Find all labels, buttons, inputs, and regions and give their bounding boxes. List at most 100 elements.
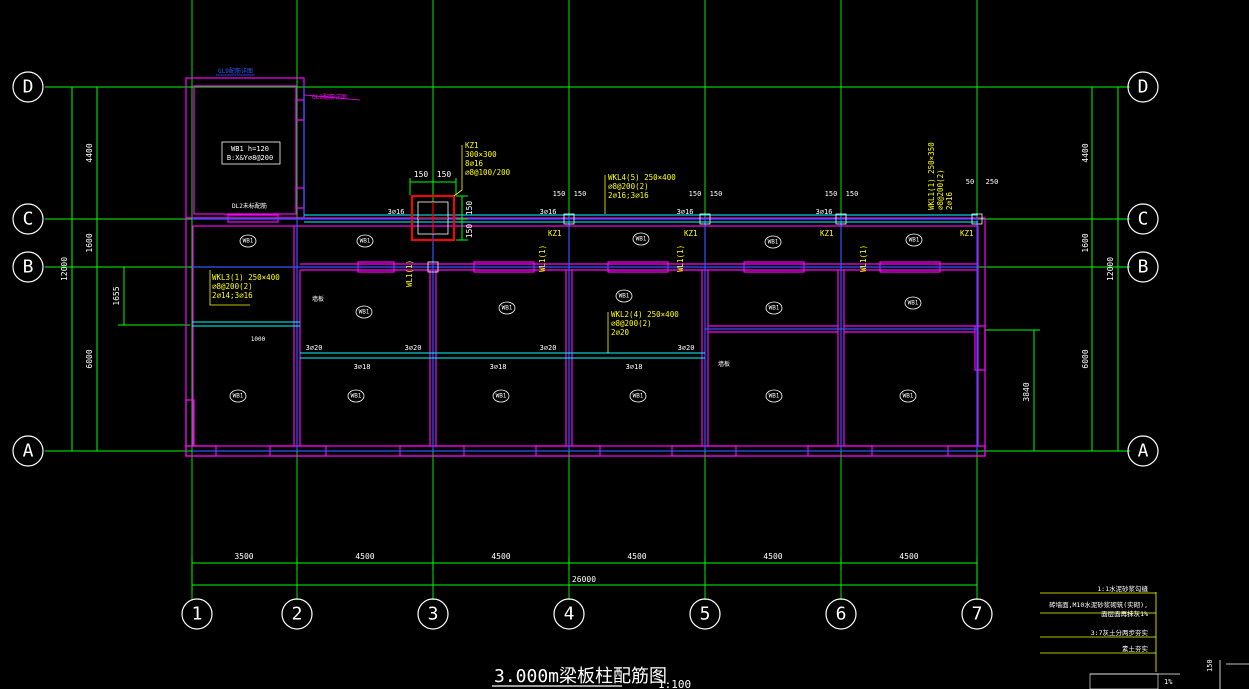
columns [411,195,983,273]
wkl3-bars: 2⌀14;3⌀16 [212,291,253,300]
kz1-tag-6: KZ1 [820,229,834,238]
wkl2-stirrup: ⌀8@200(2) [611,319,652,328]
legend-dim: 150 [1206,659,1214,672]
slab-mark: WB1 [239,234,257,248]
dim-left-4400: 4400 [85,143,94,162]
axis-bubble-D-left: D [12,71,44,103]
wkl3-label: WKL3(1) 250×400 [212,273,280,282]
column-B3 [427,261,439,273]
svg-text:WB1: WB1 [351,393,362,400]
slab-mark: WB1 [355,305,373,319]
dl-note: DL2未标配筋 [232,202,267,210]
column-C4 [563,213,575,225]
axis-bubble-C-left: C [12,203,44,235]
drawing-title-block: 3.000m梁板柱配筋图 1:100 [492,666,691,689]
side-note-1: 墙板 [312,295,324,303]
svg-text:WB1: WB1 [619,293,630,300]
wb1-note-2: B:X&Y⌀8@200 [227,154,273,162]
slab-mark: WB1 [899,389,917,403]
svg-text:WB1: WB1 [233,393,244,400]
left-dimensions: 4400 1600 6000 12000 1655 [60,86,190,452]
column-C7 [971,213,983,225]
kz1-size: 300×300 [465,150,497,159]
column-C5 [699,213,711,225]
side-note-2: 墙板 [718,360,730,368]
legend-slope: 1% [1164,678,1173,686]
svg-text:WB1: WB1 [502,305,513,312]
legend-item-3: 面层面再抹灰1% [1101,609,1148,618]
dim-bottom-span-2: 4500 [355,552,374,561]
kz1-annotation: KZ1 300×300 8⌀16 ⌀8@100/200 [453,141,511,197]
svg-text:A: A [23,441,34,462]
rebar-labels: 3⌀16 3⌀16 3⌀16 3⌀16 3⌀20 3⌀20 3⌀20 3⌀20 … [251,178,999,371]
svg-text:C: C [23,209,34,230]
dim-bottom-total: 26000 [572,575,596,584]
col6-dim-a: 150 [825,190,838,198]
kz1-stirrup: ⌀8@100/200 [465,168,511,177]
svg-text:C: C [1138,209,1149,230]
wkl1-stirrup: ⌀8@200(2) [936,169,945,210]
kz1-dim-4: 150 [465,224,474,239]
legend-item-1: 1:1水泥砂浆勾缝 [1097,584,1148,593]
wkl4-stirrup: ⌀8@200(2) [608,182,649,191]
axis-bubble-7: 7 [961,598,993,630]
axis-bubble-B-left: B [12,251,44,283]
dim-left-1600: 1600 [85,233,94,252]
wl1-label-3: WL1(1) [676,245,685,272]
kz1-tag-4: KZ1 [548,229,562,238]
dim-bottom-span-4: 4500 [627,552,646,561]
kz1-bars: 8⌀16 [465,159,484,168]
column-C6 [835,213,847,225]
col5-dim-b: 150 [710,190,723,198]
wb1-note-1: WB1 h=120 [231,145,269,153]
axis-bubble-A-left: A [12,435,44,467]
slab-mark: WB1 [632,232,650,246]
slab-mark: WB1 [765,389,783,403]
dim-left-6000: 6000 [85,349,94,368]
rebar-m-3: 3⌀20 [540,344,557,352]
axis-bubble-4: 4 [553,598,585,630]
svg-text:WB1: WB1 [359,309,370,316]
stair-room-inner [193,85,297,215]
svg-text:D: D [1138,77,1149,98]
dim-left-12000: 12000 [60,257,69,281]
svg-text:WB1: WB1 [243,238,254,245]
dim-left-1655: 1655 [112,286,121,305]
slab-mark: WB1 [765,301,783,315]
drawing-title: 3.000m梁板柱配筋图 [494,666,667,687]
slab-mark: WB1 [229,389,247,403]
legend-item-5: 素土夯实 [1122,644,1149,653]
axis-bubbles: 1 2 3 4 5 6 7 D C B A D C B A [12,71,1159,630]
axis-bubble-C-right: C [1127,203,1159,235]
slab-mark: WB1 [905,233,923,247]
svg-text:WB1: WB1 [768,239,779,246]
rebar-m-1: 3⌀20 [306,344,323,352]
stair-note: GL9配筋详图 [312,93,347,101]
drawing-scale: 1:100 [658,678,691,689]
slab-marks: WB1 WB1 WB1 WB1 WB1 WB1 WB1 WB1 WB1 WB1 … [229,232,923,403]
col7-dim-a: 50 [966,178,974,186]
wkl2-label: WKL2(4) 250×400 [611,310,679,319]
wkl3-stirrup: ⌀8@200(2) [212,282,253,291]
axis-bubble-D-right: D [1127,71,1159,103]
svg-text:7: 7 [972,604,983,625]
dim-bottom-span-1: 3500 [234,552,253,561]
rebar-c-4: 3⌀16 [816,208,833,216]
svg-text:A: A [1138,441,1149,462]
rebar-m-2: 3⌀20 [405,344,422,352]
axis-bubble-5: 5 [689,598,721,630]
col4-dim-a: 150 [553,190,566,198]
svg-text:WB1: WB1 [909,237,920,244]
axis-bubble-B-right: B [1127,251,1159,283]
dim-right-4400: 4400 [1081,143,1090,162]
rebar-c-3: 3⌀16 [677,208,694,216]
col4-dim-b: 150 [574,190,587,198]
svg-text:WB1: WB1 [769,393,780,400]
dim-right-12000: 12000 [1106,257,1115,281]
svg-text:5: 5 [700,604,711,625]
dim-right-6000: 6000 [1081,349,1090,368]
svg-text:6: 6 [836,604,847,625]
svg-text:B: B [1138,257,1149,278]
wl1-label-4: WL1(1) [859,245,868,272]
